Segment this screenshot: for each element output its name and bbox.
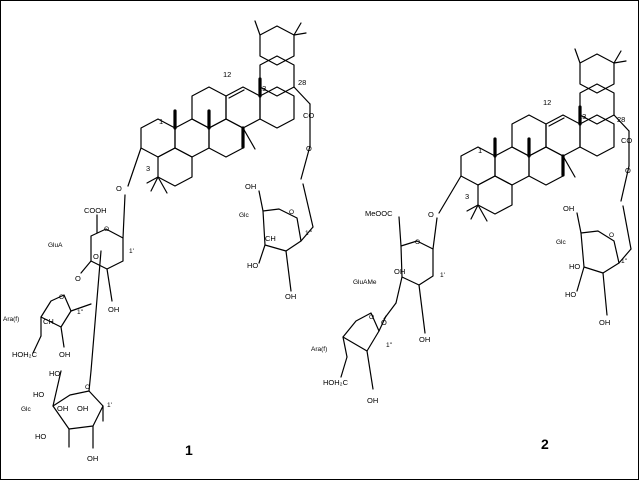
compound-1-glua-link-o2: O <box>75 274 81 283</box>
compound-2-glc-ester-anomer: 1'' <box>621 258 627 265</box>
compound-1-glc-lower-anomer: 1' <box>107 402 112 409</box>
compound-2-glc-ester-ho2: HO <box>565 290 576 299</box>
compound-1-glc-lower-ho-top: HO <box>49 369 60 378</box>
compound-2-ara-anomer: 1'' <box>386 342 392 349</box>
compound-2-ara-ring-o: O <box>369 314 374 321</box>
compound-1-glua-ring-o: O <box>104 226 109 233</box>
compound-2-labels: 1 3 12 13 28 CO O O MeOOC O GluAMe OH 1'… <box>311 98 632 452</box>
compound-2-c1-label: 1 <box>478 146 482 155</box>
compound-1-glc-ester-anomer: 1''' <box>305 230 312 237</box>
compound-1-number: 1 <box>185 442 193 458</box>
compound-1-glua-ring <box>80 194 126 302</box>
compound-1-glc-ester-oh-top: OH <box>245 182 256 191</box>
compound-2-ester-co: CO <box>621 136 632 145</box>
compound-2-gluame-oh1: OH <box>394 267 405 276</box>
compound-2-structure <box>340 48 632 390</box>
compound-1-labels: 1 3 12 13 28 CO O O COOH GluA O O O 1' O… <box>3 70 314 463</box>
compound-1-c3-label: 3 <box>146 164 150 173</box>
compound-1-glc-ester-oh: OH <box>285 292 296 301</box>
compound-1-ara-anomer: 1'' <box>77 309 83 316</box>
compound-2-glc-ester-name: Glc <box>556 239 567 246</box>
compound-2-aglycone-rings <box>460 53 615 215</box>
compound-2-glc-ester-ring-o: O <box>609 232 614 239</box>
compound-1-glc-ester-ring-o: O <box>289 209 294 216</box>
compound-1-glc-lower-name: Glc <box>21 406 32 413</box>
compound-1-c12-label: 12 <box>223 70 231 79</box>
compound-2-ara-name: Ara(f) <box>311 346 327 353</box>
compound-1-ester-co: CO <box>303 111 314 120</box>
compound-2-methyl-groups <box>438 48 627 222</box>
compound-1-glua-oh: OH <box>108 305 119 314</box>
compound-2-gluame-anomer: 1' <box>440 272 445 279</box>
compound-2-ara-ho-ch2: HOH₂C <box>323 378 349 387</box>
compound-1-glc-lower-oh1: OH <box>57 404 68 413</box>
compound-2-gluame-link-o: O <box>381 318 387 327</box>
compound-1-ester-chain <box>293 86 311 180</box>
compound-1-glua-link-o1: O <box>93 252 99 261</box>
compound-2-glc-ester-ho1: HO <box>569 262 580 271</box>
compound-1-ester-o: O <box>306 144 312 153</box>
compound-1-aglycone-rings <box>140 25 295 187</box>
compound-1-glc-ester-ch: CH <box>265 234 276 243</box>
compound-2-c12-label: 12 <box>543 98 551 107</box>
compound-1-methyl-groups <box>127 20 307 194</box>
compound-2-glc-ester-oh: OH <box>599 318 610 327</box>
compound-2-c13-label: 13 <box>578 112 586 121</box>
compound-1-ara-oh-a: CH <box>43 317 54 326</box>
compound-2-number: 2 <box>541 436 549 452</box>
compound-2-gluame-ring-o: O <box>415 239 420 246</box>
compound-1-ara-ring <box>32 294 92 354</box>
compound-1-glua-name: GluA <box>48 242 63 249</box>
compound-1-glc-ester-name: Glc <box>239 212 250 219</box>
compound-2-aglycone-o: O <box>428 210 434 219</box>
compound-1-aglycone-o: O <box>116 184 122 193</box>
compound-2-gluame-ester: MeOOC <box>365 209 393 218</box>
compound-1-glua-cooh: COOH <box>84 206 107 215</box>
compound-1-ara-name: Ara(f) <box>3 316 19 323</box>
compound-2-glc-ester-oh-top: OH <box>563 204 574 213</box>
compound-1-glc-lower-oh3: OH <box>87 454 98 463</box>
compound-1-lower-glc-ring <box>52 250 104 449</box>
compound-1-glc-ester-ho: HO <box>247 261 258 270</box>
compound-1-ara-oh-b: OH <box>59 350 70 359</box>
compound-2-ester-chain <box>613 114 630 202</box>
compound-2-ara-ring <box>340 312 387 390</box>
compound-2-gluame-name: GluAMe <box>353 279 377 286</box>
compound-1-c1-label: 1 <box>159 117 163 126</box>
compound-2-gluame-oh2: OH <box>419 335 430 344</box>
compound-2-gluame-ring <box>383 216 438 334</box>
compound-1-glc-lower-ho-bottom: HO <box>35 432 46 441</box>
compound-1-glua-anomer: 1' <box>129 248 134 255</box>
compound-2-c28-label: 28 <box>617 115 625 124</box>
compound-1-c13-label: 13 <box>258 84 266 93</box>
compound-1-ara-ho-ch2: HOH₂C <box>12 350 38 359</box>
compound-1-ara-ring-o: O <box>59 294 64 301</box>
compound-2-ester-glc-ring <box>576 205 632 316</box>
compound-1-ester-glc-ring <box>258 183 314 292</box>
compound-1-glc-lower-oh2: OH <box>77 404 88 413</box>
compound-2-ester-o: O <box>625 166 631 175</box>
compound-2-c3-label: 3 <box>465 192 469 201</box>
compound-1-glc-lower-ring-o: O <box>85 384 90 391</box>
compound-1-structure <box>32 20 314 449</box>
compound-2-ara-oh: OH <box>367 396 378 405</box>
compound-1-glc-lower-ho-side: HO <box>33 390 44 399</box>
compound-1-c28-label: 28 <box>298 78 306 87</box>
